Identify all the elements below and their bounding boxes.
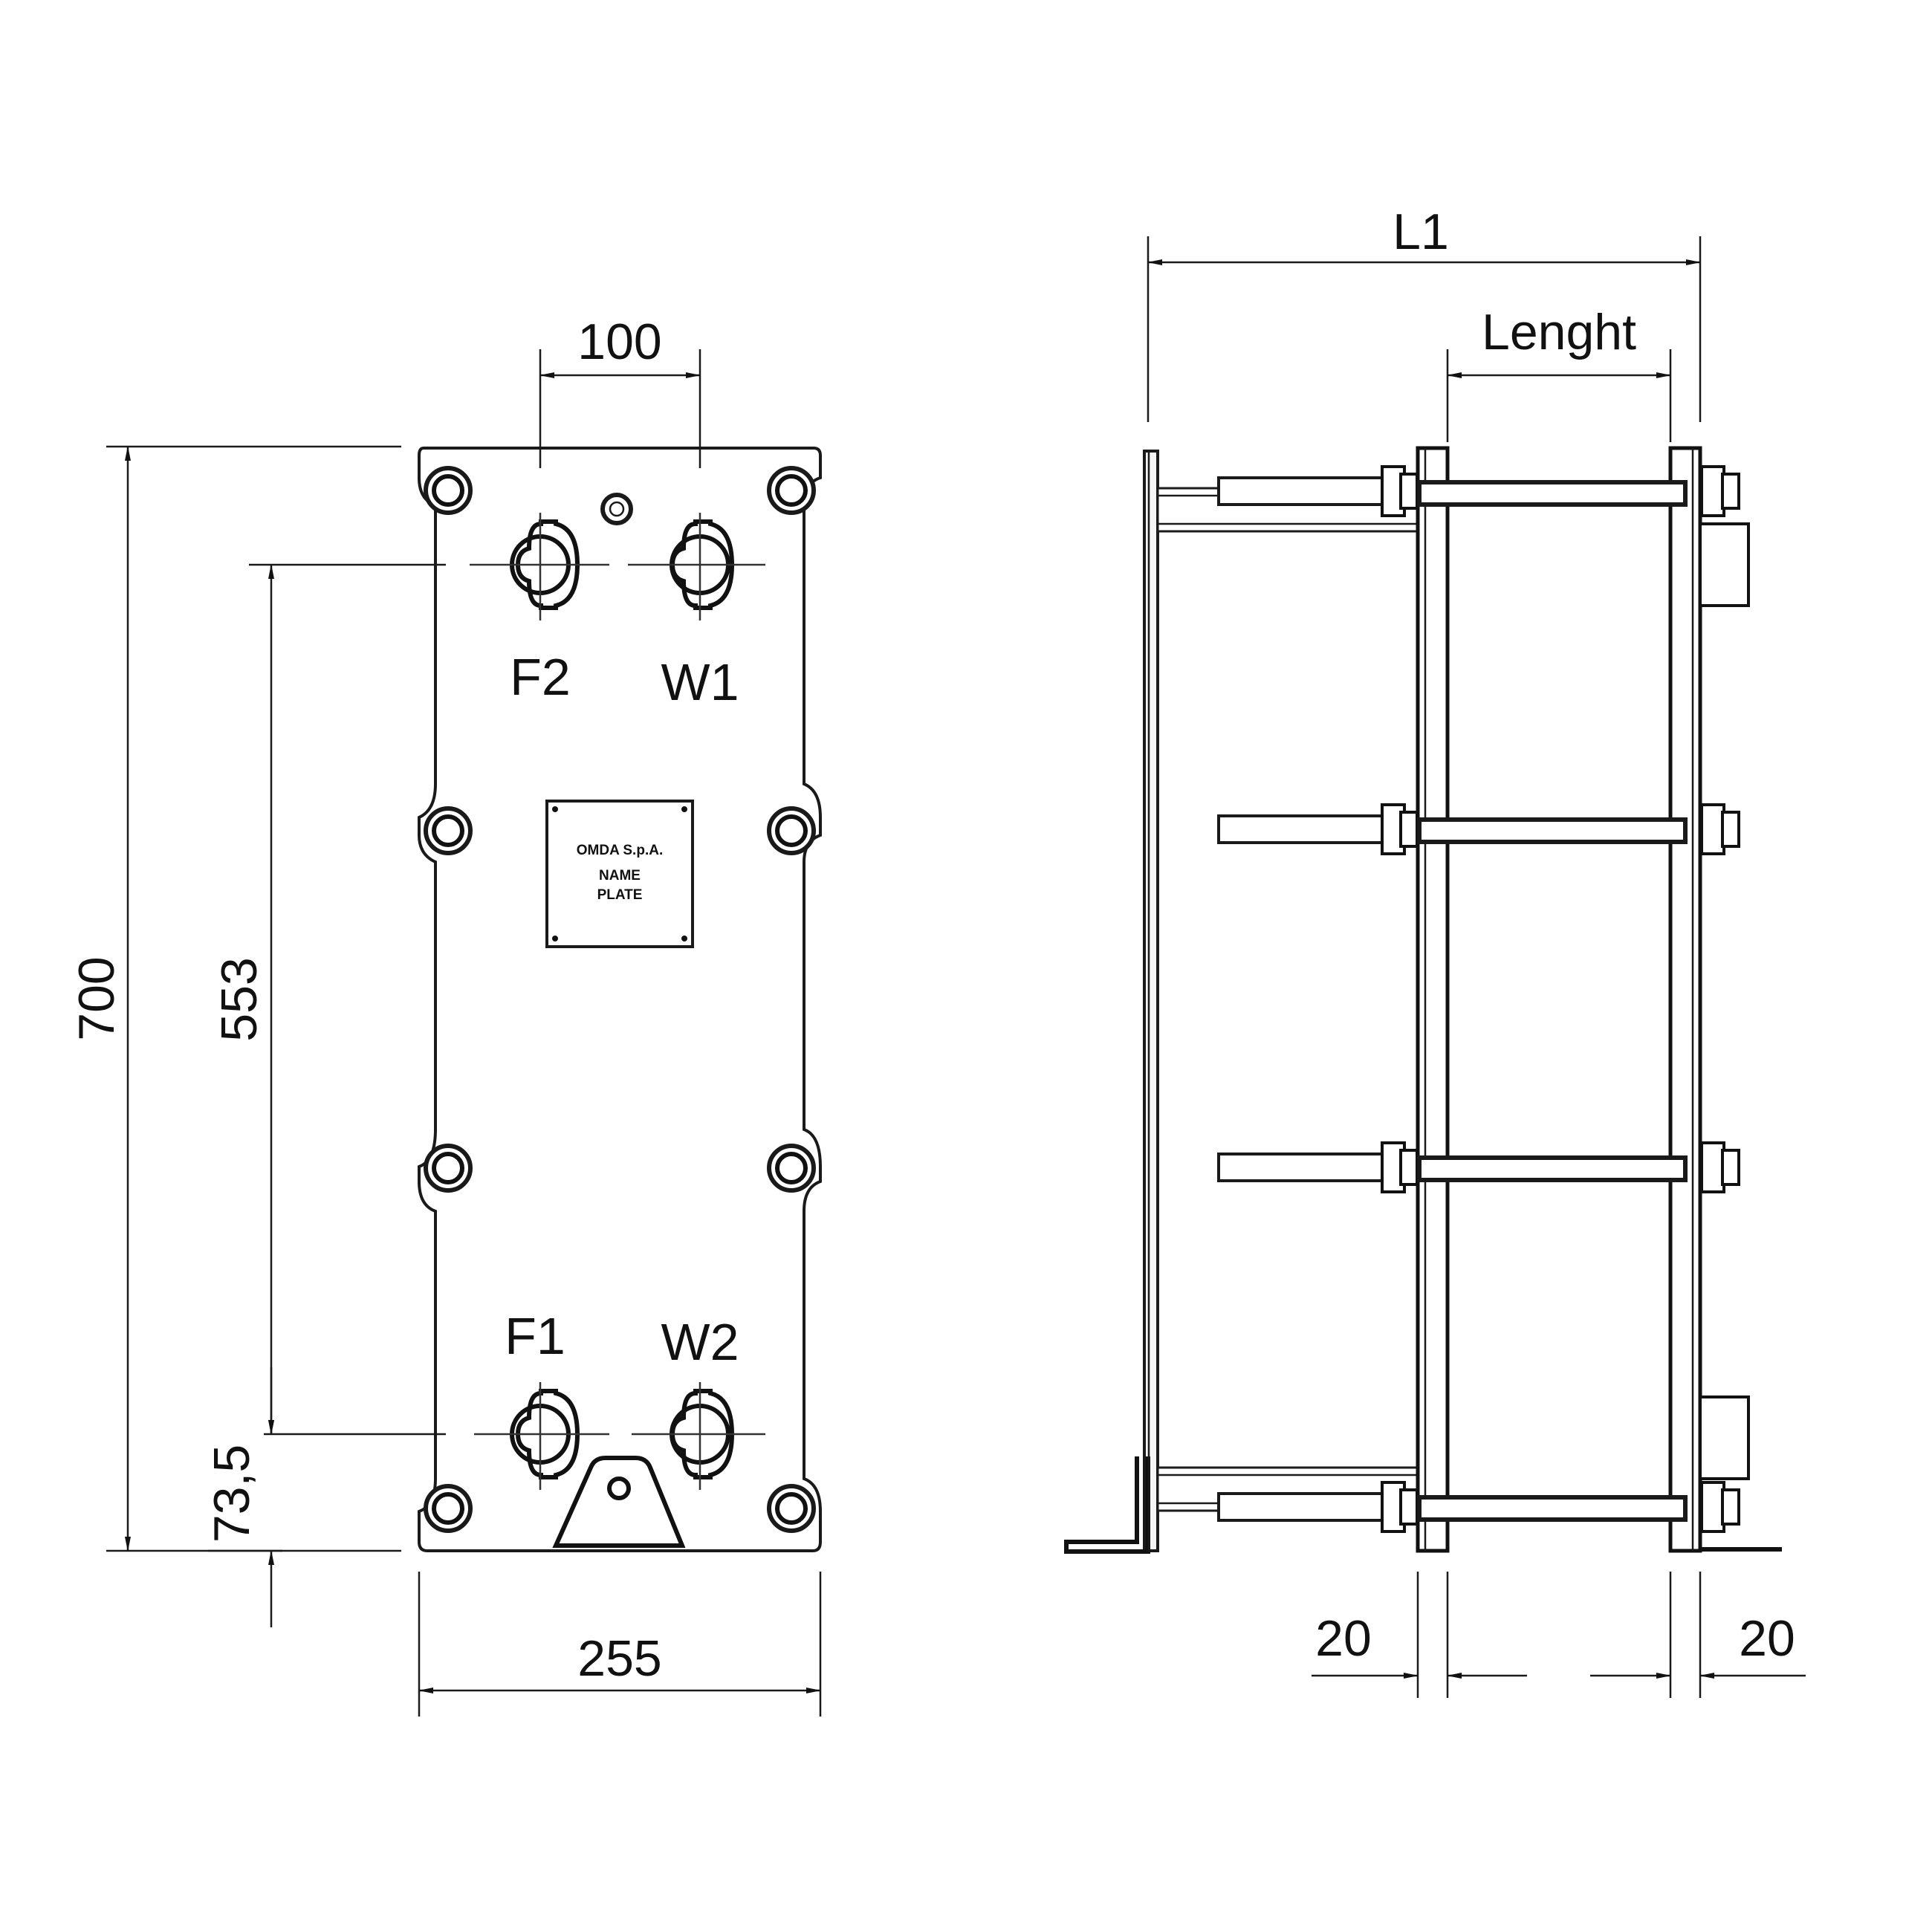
right-end-plate: [1668, 446, 1702, 1553]
port-label-F1: F1: [505, 1307, 565, 1365]
dim-label-20-right: 20: [1739, 1610, 1795, 1667]
tie-rod-hole: [424, 466, 473, 515]
tie-rod-hole: [767, 466, 816, 515]
dimension-port-centers: 553: [211, 563, 446, 1436]
name-plate-line1: OMDA S.p.A.: [577, 843, 663, 858]
dimension-L1: L1: [1147, 204, 1702, 422]
tie-rod-hole: [424, 1484, 473, 1533]
connection-box-upper: [1699, 522, 1750, 607]
dim-label-length: Lenght: [1482, 304, 1636, 360]
dim-label-73-5: 73,5: [204, 1445, 260, 1543]
side-view: L1 Lenght 20 20: [1064, 204, 1806, 1698]
dim-label-255: 255: [577, 1630, 661, 1687]
name-plate: OMDA S.p.A. NAME PLATE: [545, 800, 694, 948]
name-plate-line3: PLATE: [597, 887, 643, 903]
port-label-W2: W2: [661, 1313, 739, 1371]
dim-label-553: 553: [211, 957, 268, 1041]
dimension-width: 255: [418, 1572, 822, 1717]
support-foot: [552, 1456, 686, 1548]
tie-rod-segment: [1417, 1495, 1688, 1522]
dimension-length: Lenght: [1446, 304, 1672, 442]
frame-plate-outline: [418, 447, 822, 1552]
tie-rod-hole: [424, 1144, 473, 1193]
tie-rod-segment: [1417, 480, 1688, 507]
dim-label-L1: L1: [1393, 204, 1449, 260]
port-label-F2: F2: [510, 648, 571, 706]
dimension-port-spacing: 100: [539, 314, 701, 468]
dim-label-20-left: 20: [1315, 1610, 1372, 1667]
connection-box-lower: [1699, 1395, 1750, 1480]
dim-label-100: 100: [577, 314, 661, 370]
port-label-W1: W1: [661, 653, 739, 711]
dimension-bottom-offset: 73,5: [204, 1367, 282, 1627]
fixed-frame-plate: [1064, 450, 1159, 1554]
tie-rod-segment: [1417, 817, 1688, 844]
dim-label-700: 700: [68, 956, 125, 1040]
tie-rod-hole: [767, 1484, 816, 1533]
tie-rod-segment: [1417, 1155, 1688, 1182]
dimension-right-20: 20: [1590, 1572, 1806, 1698]
left-end-plate: [1416, 446, 1450, 1553]
tie-rod-hole: [767, 1144, 816, 1193]
tie-rod-hole: [424, 806, 473, 855]
front-view: F2 W1 F1 W2 OMDA S.p.A. NAME PLATE 100: [68, 314, 822, 1717]
tie-rod-hole: [767, 806, 816, 855]
name-plate-line2: NAME: [599, 868, 641, 884]
guide-hole: [600, 493, 633, 525]
dimension-left-20: 20: [1312, 1572, 1527, 1698]
